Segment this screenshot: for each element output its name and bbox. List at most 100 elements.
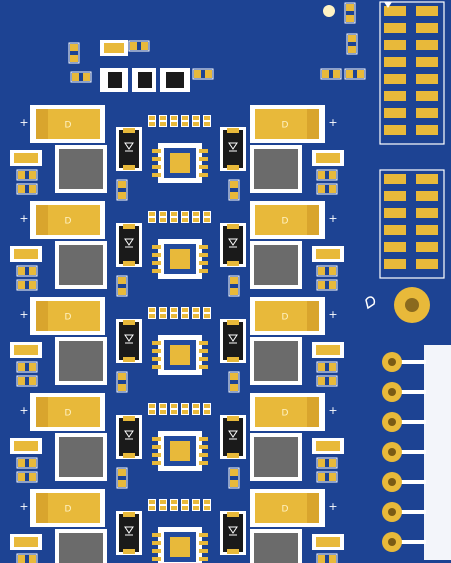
cap-left-band-0: [36, 109, 48, 139]
r-right-a-4-silk: [316, 553, 338, 563]
r-right-a-1-pad-b: [329, 267, 336, 275]
r-top-pad-b-2-4: [193, 314, 199, 318]
cap-sm-left-a-pad-3: [14, 441, 38, 451]
polarity-right-2: +: [328, 308, 337, 321]
r-top-pad-a-4-2: [171, 500, 177, 504]
r-left-a-4-pad-b: [29, 555, 36, 563]
r-right-a-0-silk: [316, 169, 338, 181]
top-r2-pad-a: [130, 42, 137, 50]
r-top-silk-1-0: [148, 211, 156, 223]
r-top-pad-a-1-5: [204, 212, 210, 216]
inductor-right-3: [254, 437, 298, 477]
tr-r3-silk: [320, 68, 342, 80]
polarity-right-1: +: [328, 212, 337, 225]
top-r1-pad-b: [70, 55, 78, 62]
chip-pin-r-2-3: [199, 365, 208, 369]
conn-top-pad-r-2: [416, 40, 438, 50]
r-top-pad-b-0-5: [204, 122, 210, 126]
r-top-pad-b-4-1: [160, 506, 166, 510]
diode-pad-top-r-3: [227, 416, 239, 421]
r-top-pad-b-4-5: [204, 506, 210, 510]
cap-right-band-4: [307, 493, 319, 523]
r-under-right-0-pad-a: [230, 181, 238, 188]
cap-sm-left-a-pad-0: [14, 153, 38, 163]
r-top-silk-2-4: [192, 307, 200, 319]
top-cap1: [104, 43, 124, 53]
inductor-left-2: [59, 341, 103, 381]
r-top-pad-b-3-4: [193, 410, 199, 414]
r-left-a-0-pad-a: [18, 171, 25, 179]
top-sot: [108, 72, 122, 88]
r-top-pad-a-3-4: [193, 404, 199, 408]
r-top-silk-0-2: [170, 115, 178, 127]
chip-pin-r-3-1: [199, 445, 208, 449]
conn-mid-silk: [379, 169, 445, 279]
r-top-pad-a-2-5: [204, 308, 210, 312]
r-left-b-3-pad-a: [18, 473, 25, 481]
conn-mid-pad-l-4: [384, 242, 406, 252]
diode-symbol-l-0: [124, 142, 134, 152]
chip-pin-r-4-2: [199, 549, 208, 553]
r-left-a-3-silk: [16, 457, 38, 469]
diode-symbol-r-4: [228, 526, 238, 536]
r-under-left-1-silk: [116, 275, 128, 297]
conn-mid-pad-l-3: [384, 225, 406, 235]
diode-pad-bot-r-2: [227, 357, 239, 362]
cap-right-label-0: D: [282, 121, 289, 131]
chip-pin-r-1-1: [199, 253, 208, 257]
tr-r2-pad-a: [348, 35, 356, 42]
chip-pin-r-1-2: [199, 261, 208, 265]
r-top-pad-b-2-0: [149, 314, 155, 318]
r-top-silk-4-2: [170, 499, 178, 511]
chip-pin-l-0-0: [152, 149, 161, 153]
r-top-pad-a-1-4: [193, 212, 199, 216]
chip-pin-r-0-0: [199, 149, 208, 153]
chip-pin-l-1-1: [152, 253, 161, 257]
r-right-b-3-pad-b: [329, 473, 336, 481]
r-top-pad-a-0-1: [160, 116, 166, 120]
chip-pin-r-3-3: [199, 461, 208, 465]
cap-left-band-1: [36, 205, 48, 235]
r-top-silk-2-2: [170, 307, 178, 319]
r-left-a-4-silk: [16, 553, 38, 563]
header-lead-4: [400, 480, 426, 484]
header-lead-1: [400, 390, 426, 394]
r-right-b-1-silk: [316, 279, 338, 291]
qfn-chip-icon-4: [170, 537, 190, 557]
top-r3-silk: [70, 71, 92, 83]
r-right-b-1-pad-a: [318, 281, 325, 289]
diode-pad-bot-l-4: [123, 549, 135, 554]
chip-pin-l-1-0: [152, 245, 161, 249]
conn-mid-pad-r-3: [416, 225, 438, 235]
r-top-pad-b-3-0: [149, 410, 155, 414]
conn-mid-pad-l-0: [384, 174, 406, 184]
r-top-silk-1-3: [181, 211, 189, 223]
r-right-b-0-pad-a: [318, 185, 325, 193]
r-left-b-0-silk: [16, 183, 38, 195]
conn-mid-pad-l-5: [384, 259, 406, 269]
r-top-silk-2-1: [159, 307, 167, 319]
r-top-pad-b-1-4: [193, 218, 199, 222]
r-left-a-4-pad-a: [18, 555, 25, 563]
cap-left-band-4: [36, 493, 48, 523]
r-top-pad-a-4-1: [160, 500, 166, 504]
top-r2-silk: [128, 40, 150, 52]
r-top-pad-a-0-4: [193, 116, 199, 120]
r-top-pad-b-4-3: [182, 506, 188, 510]
r-top-silk-3-5: [203, 403, 211, 415]
r-top-silk-3-3: [181, 403, 189, 415]
r-top-pad-a-3-5: [204, 404, 210, 408]
conn-top-pad-l-5: [384, 91, 406, 101]
conn-top-pad-r-5: [416, 91, 438, 101]
cap-left-label-3: D: [65, 409, 72, 419]
r-under-right-3-pad-a: [230, 469, 238, 476]
conn-top-pad-l-0: [384, 6, 406, 16]
r-top-pad-a-3-3: [182, 404, 188, 408]
tr-r3-pad-a: [322, 70, 329, 78]
chip-pin-r-1-3: [199, 269, 208, 273]
qfn-chip-icon-2: [170, 345, 190, 365]
header-drill-4: [388, 478, 396, 486]
r-right-b-0-pad-b: [329, 185, 336, 193]
chip-pin-l-4-0: [152, 533, 161, 537]
conn-top-pad-r-4: [416, 74, 438, 84]
